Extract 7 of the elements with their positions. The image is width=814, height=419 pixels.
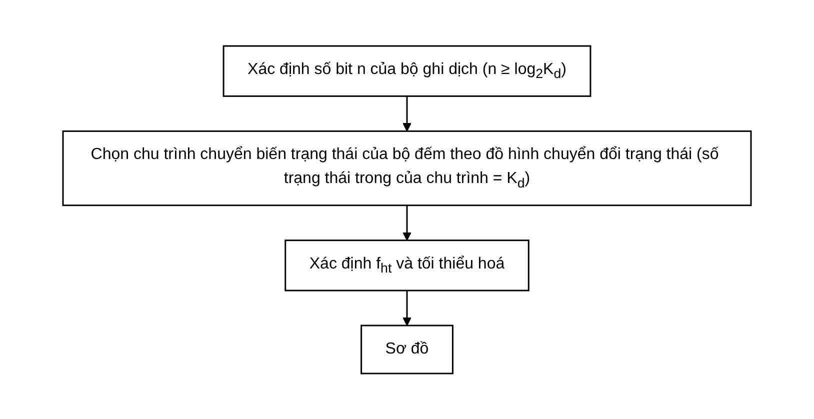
arrow [402, 205, 412, 240]
node-box: Chọn chu trình chuyển biến trạng thái của bộ đếm theo đồ hình chuyển đổi trạng thái (số trạng thái trong của chu trình = K$_{d}$) [62, 130, 752, 206]
node-box: Sơ đồ [360, 324, 454, 374]
node-box: Xác định số bit n của bộ ghi dịch (n ≥ log$_{2}$K$_{d}$) [222, 44, 592, 97]
node-box: Xác định f$_{ht}$ và tối thiểu hoá [284, 239, 530, 291]
arrow [402, 96, 412, 132]
arrow [402, 290, 412, 326]
